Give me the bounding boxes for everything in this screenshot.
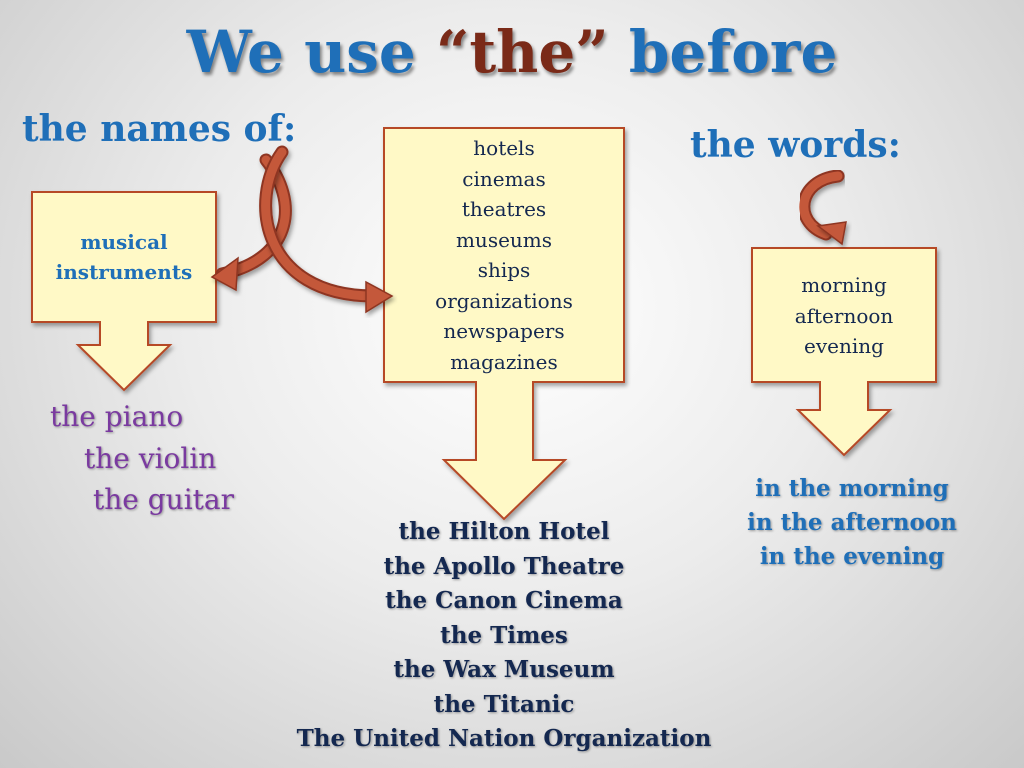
box-label-line: instruments	[55, 260, 193, 284]
example-time: in the afternoon	[747, 509, 957, 536]
example-place: the Wax Museum	[393, 656, 615, 683]
box-times-of-day-list: morning afternoon evening	[752, 270, 936, 362]
place-type-item: ships	[477, 258, 531, 282]
place-type-item: organizations	[435, 288, 573, 313]
box-label-line: musical	[80, 230, 168, 254]
example-instrument: the violin	[84, 442, 217, 475]
example-place: the Times	[440, 621, 568, 649]
box-place-types	[383, 127, 625, 521]
time-of-day-item: morning	[801, 273, 887, 297]
place-type-item: magazines	[450, 349, 558, 374]
place-type-item: hotels	[473, 136, 535, 160]
heading-names-of: the names of:	[22, 108, 297, 150]
examples-times: in the morning in the afternoon in the e…	[720, 472, 984, 574]
box-musical-instruments-label: musical instruments	[32, 227, 216, 287]
example-place: the Hilton Hotel	[398, 518, 610, 545]
heading-the-words: the words:	[690, 124, 901, 166]
place-type-item: newspapers	[443, 319, 565, 343]
arrowhead-places	[365, 280, 394, 314]
example-instrument: the guitar	[93, 483, 234, 516]
place-type-item: cinemas	[462, 166, 546, 191]
box-times-of-day	[751, 247, 937, 457]
examples-places: the Hilton Hotel the Apollo Theatre the …	[260, 515, 748, 757]
time-of-day-item: evening	[804, 334, 884, 358]
example-place: the Titanic	[433, 690, 575, 718]
example-instrument: the piano	[50, 400, 184, 433]
example-place: the Canon Cinema	[385, 587, 623, 614]
box-musical-instruments	[31, 191, 217, 392]
example-time: in the evening	[759, 543, 945, 570]
example-place: The United Nation Organization	[296, 725, 712, 752]
arrowhead-instruments	[210, 256, 239, 292]
box-place-types-list: hotels cinemas theatres museums ships or…	[384, 133, 624, 377]
title-part-3: before	[608, 18, 838, 86]
time-of-day-item: afternoon	[794, 303, 894, 328]
page-title: We use “the” before	[0, 18, 1024, 86]
place-type-item: theatres	[461, 197, 547, 221]
place-type-item: museums	[455, 227, 553, 252]
example-time: in the morning	[755, 475, 949, 502]
example-place: the Apollo Theatre	[383, 552, 625, 580]
title-part-the: “the”	[436, 18, 609, 86]
arrowhead-times	[816, 221, 847, 246]
title-part-1: We use	[186, 18, 437, 86]
